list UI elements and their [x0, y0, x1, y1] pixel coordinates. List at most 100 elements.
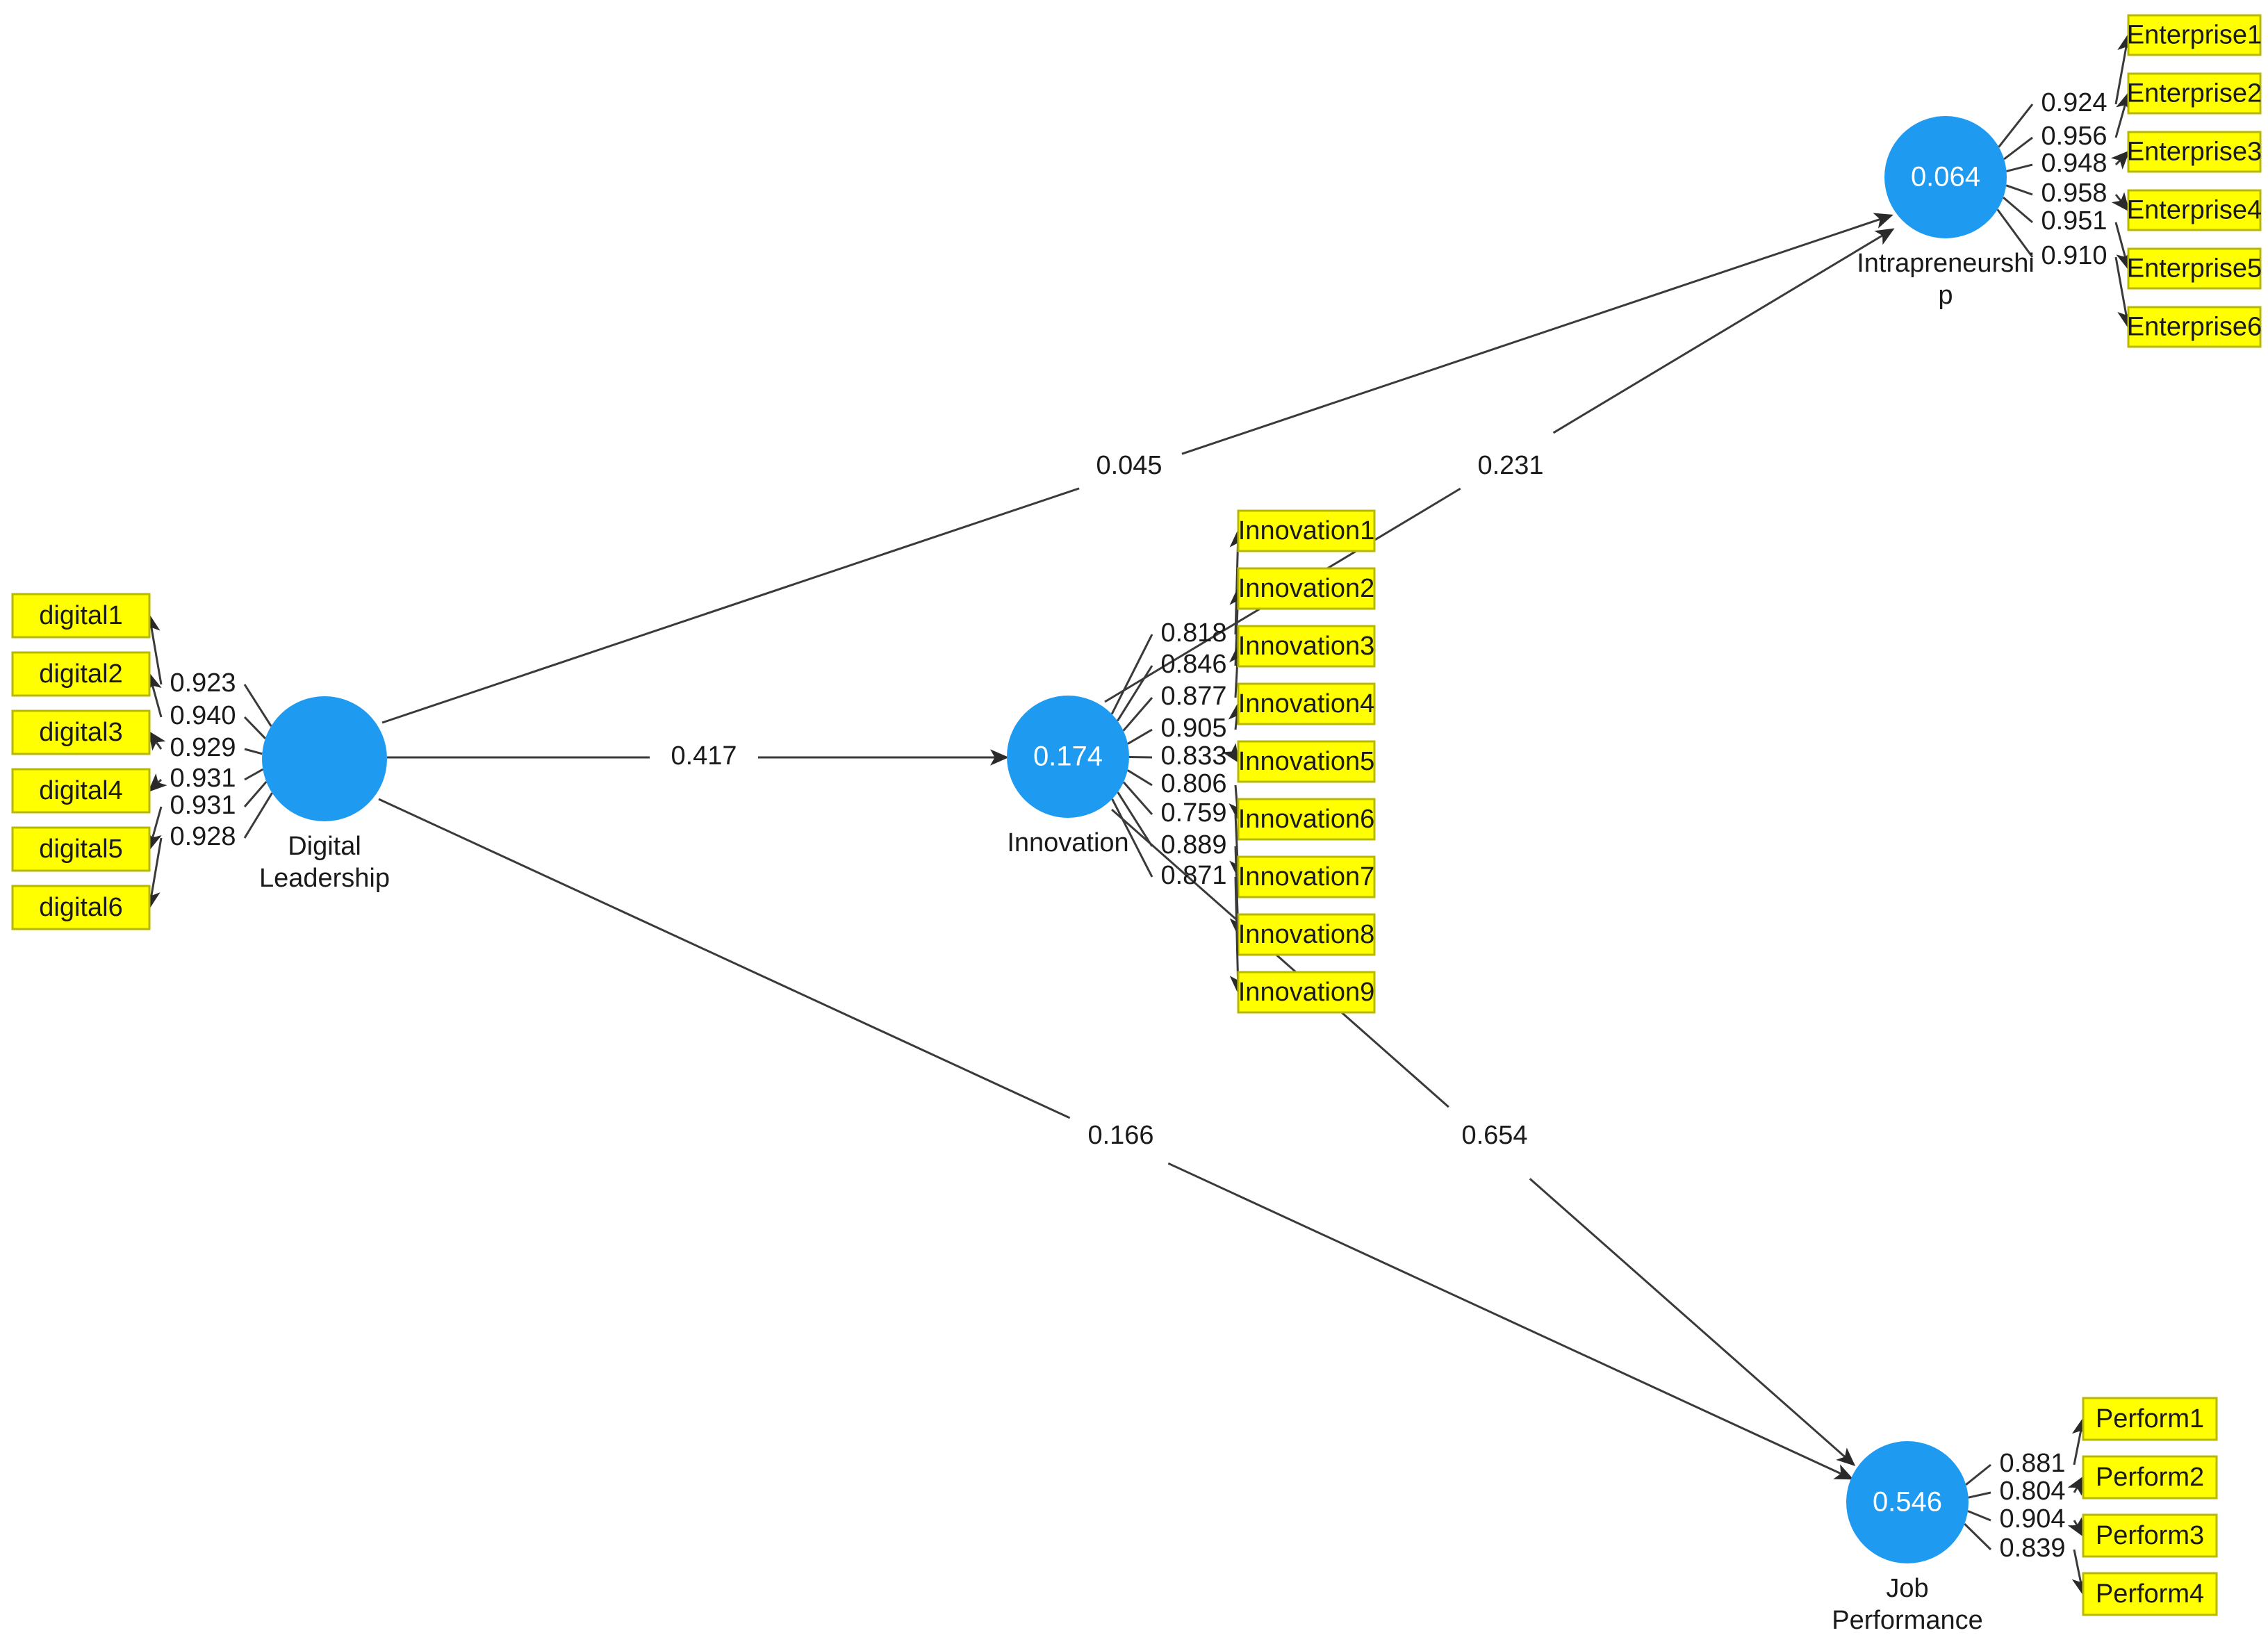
indicator-label-digital6: digital6 [39, 893, 122, 922]
indicator-label-innovation5: Innovation5 [1238, 747, 1375, 776]
loading-line-outer [2071, 1417, 2088, 1465]
indicator-label-digital1: digital1 [39, 601, 122, 630]
indicator-label-perform3: Perform3 [2096, 1521, 2204, 1550]
loading-line-outer [2114, 222, 2133, 271]
loading-value-digital4: 0.931 [170, 764, 236, 793]
structural-path-segment-arrow [1552, 228, 1895, 434]
structural-paths-layer [378, 213, 1895, 1480]
indicator-label-innovation4: Innovation4 [1238, 689, 1375, 718]
indicator-box-enterprise1[interactable] [2127, 14, 2262, 56]
loading-line-inner [1117, 665, 1153, 722]
construct-name-job-performance: Job [1886, 1574, 1928, 1603]
indicator-box-innovation7[interactable] [1237, 855, 1376, 898]
indicator-box-enterprise2[interactable] [2127, 72, 2262, 115]
loading-line-inner [2006, 163, 2033, 172]
loading-value-enterprise3: 0.948 [2041, 149, 2107, 178]
construct-circle-digital-leadership[interactable] [262, 696, 387, 821]
indicator-label-enterprise5: Enterprise5 [2127, 254, 2262, 284]
structural-path-segment [381, 487, 1080, 724]
structural-path-dl-to-intra [381, 213, 1893, 724]
loading-line-inner [243, 684, 272, 727]
indicator-box-digital3[interactable] [11, 709, 151, 755]
indicator-box-enterprise3[interactable] [2127, 131, 2262, 173]
indicator-box-innovation3[interactable] [1237, 625, 1376, 668]
indicator-box-digital5[interactable] [11, 826, 151, 872]
construct-name-job-performance: Performance [1832, 1606, 1983, 1635]
loading-line-outer [147, 773, 167, 793]
loading-value-innovation3: 0.877 [1160, 682, 1226, 711]
structural-path-segment [378, 798, 1071, 1119]
indicator-label-digital4: digital4 [39, 776, 122, 805]
indicator-box-perform1[interactable] [2082, 1397, 2218, 1441]
indicator-box-enterprise6[interactable] [2127, 306, 2262, 348]
indicator-label-innovation3: Innovation3 [1238, 632, 1375, 661]
structural-path-dl-to-jobperf [378, 798, 1854, 1480]
loading-value-innovation9: 0.871 [1160, 861, 1226, 890]
indicator-box-innovation8[interactable] [1237, 913, 1376, 956]
structural-path-innovation-to-jobperf [1111, 808, 1856, 1466]
construct-name-digital-leadership: Leadership [259, 864, 390, 893]
construct-r2-innovation: 0.174 [1033, 741, 1103, 772]
indicator-box-digital4[interactable] [11, 768, 151, 814]
path-coefficient-innovation-to-jobperf: 0.654 [1461, 1121, 1527, 1150]
indicator-box-innovation4[interactable] [1237, 682, 1376, 725]
loading-line-inner [2005, 184, 2033, 196]
loading-value-innovation1: 0.818 [1160, 618, 1226, 648]
labels-layer: 0.0450.4170.1660.2310.654digital10.923di… [39, 21, 2262, 1635]
measurement-model-layer [11, 14, 2262, 1616]
loading-value-innovation2: 0.846 [1160, 650, 1226, 679]
loading-line-inner [243, 792, 273, 839]
indicator-box-innovation1[interactable] [1237, 509, 1376, 552]
construct-name-innovation: Innovation [1007, 828, 1128, 857]
indicator-label-enterprise3: Enterprise3 [2127, 138, 2262, 167]
loading-line-inner [1127, 769, 1153, 787]
indicator-box-innovation9[interactable] [1237, 971, 1376, 1014]
construct-r2-intrapreneurship: 0.064 [1911, 162, 1980, 192]
indicator-box-enterprise5[interactable] [2127, 247, 2262, 290]
loading-line-inner [243, 716, 266, 739]
constructs-layer [262, 116, 2007, 1563]
loading-value-perform3: 0.904 [1999, 1504, 2065, 1534]
loading-line-inner [244, 748, 263, 755]
indicator-label-digital3: digital3 [39, 718, 122, 747]
loading-value-perform2: 0.804 [1999, 1477, 2065, 1506]
indicator-box-perform3[interactable] [2082, 1513, 2218, 1558]
loading-value-digital1: 0.923 [170, 668, 236, 698]
loading-value-innovation6: 0.806 [1160, 769, 1226, 798]
indicator-box-enterprise4[interactable] [2127, 189, 2262, 231]
loading-value-innovation4: 0.905 [1160, 714, 1226, 743]
structural-path-segment-arrow [1181, 213, 1893, 455]
indicator-box-perform4[interactable] [2082, 1572, 2218, 1616]
loading-line-inner [1996, 208, 2034, 258]
indicator-box-digital1[interactable] [11, 593, 151, 639]
indicator-label-enterprise4: Enterprise4 [2127, 196, 2262, 225]
construct-circle-job-performance[interactable] [1846, 1441, 1969, 1563]
indicator-label-perform4: Perform4 [2096, 1579, 2204, 1609]
loading-line-inner [1110, 634, 1153, 715]
loading-line-outer [144, 837, 163, 910]
indicator-label-innovation7: Innovation7 [1238, 862, 1375, 892]
indicator-box-innovation2[interactable] [1237, 567, 1376, 610]
loading-line-outer [148, 730, 166, 751]
indicator-label-enterprise6: Enterprise6 [2127, 313, 2262, 342]
loading-line-inner [2003, 197, 2033, 224]
indicator-label-innovation8: Innovation8 [1238, 920, 1375, 949]
loading-value-innovation7: 0.759 [1160, 798, 1226, 828]
construct-circle-intrapreneurship[interactable] [1884, 116, 2007, 238]
loading-value-perform1: 0.881 [1999, 1449, 2065, 1478]
indicator-label-enterprise2: Enterprise2 [2127, 79, 2262, 108]
indicator-box-digital6[interactable] [11, 885, 151, 930]
indicator-box-innovation5[interactable] [1237, 740, 1376, 783]
construct-name-intrapreneurship: Intrapreneurshi [1857, 249, 2035, 278]
structural-path-segment-arrow [1529, 1178, 1856, 1466]
indicator-box-perform2[interactable] [2082, 1455, 2218, 1500]
construct-circle-innovation[interactable] [1007, 696, 1129, 818]
indicator-label-innovation9: Innovation9 [1238, 978, 1375, 1007]
indicator-box-innovation6[interactable] [1237, 798, 1376, 841]
loading-line-inner [1967, 1510, 1991, 1522]
indicator-box-digital2[interactable] [11, 651, 151, 697]
path-coefficient-innovation-to-intra: 0.231 [1477, 451, 1543, 480]
loading-line-outer [2110, 150, 2130, 170]
